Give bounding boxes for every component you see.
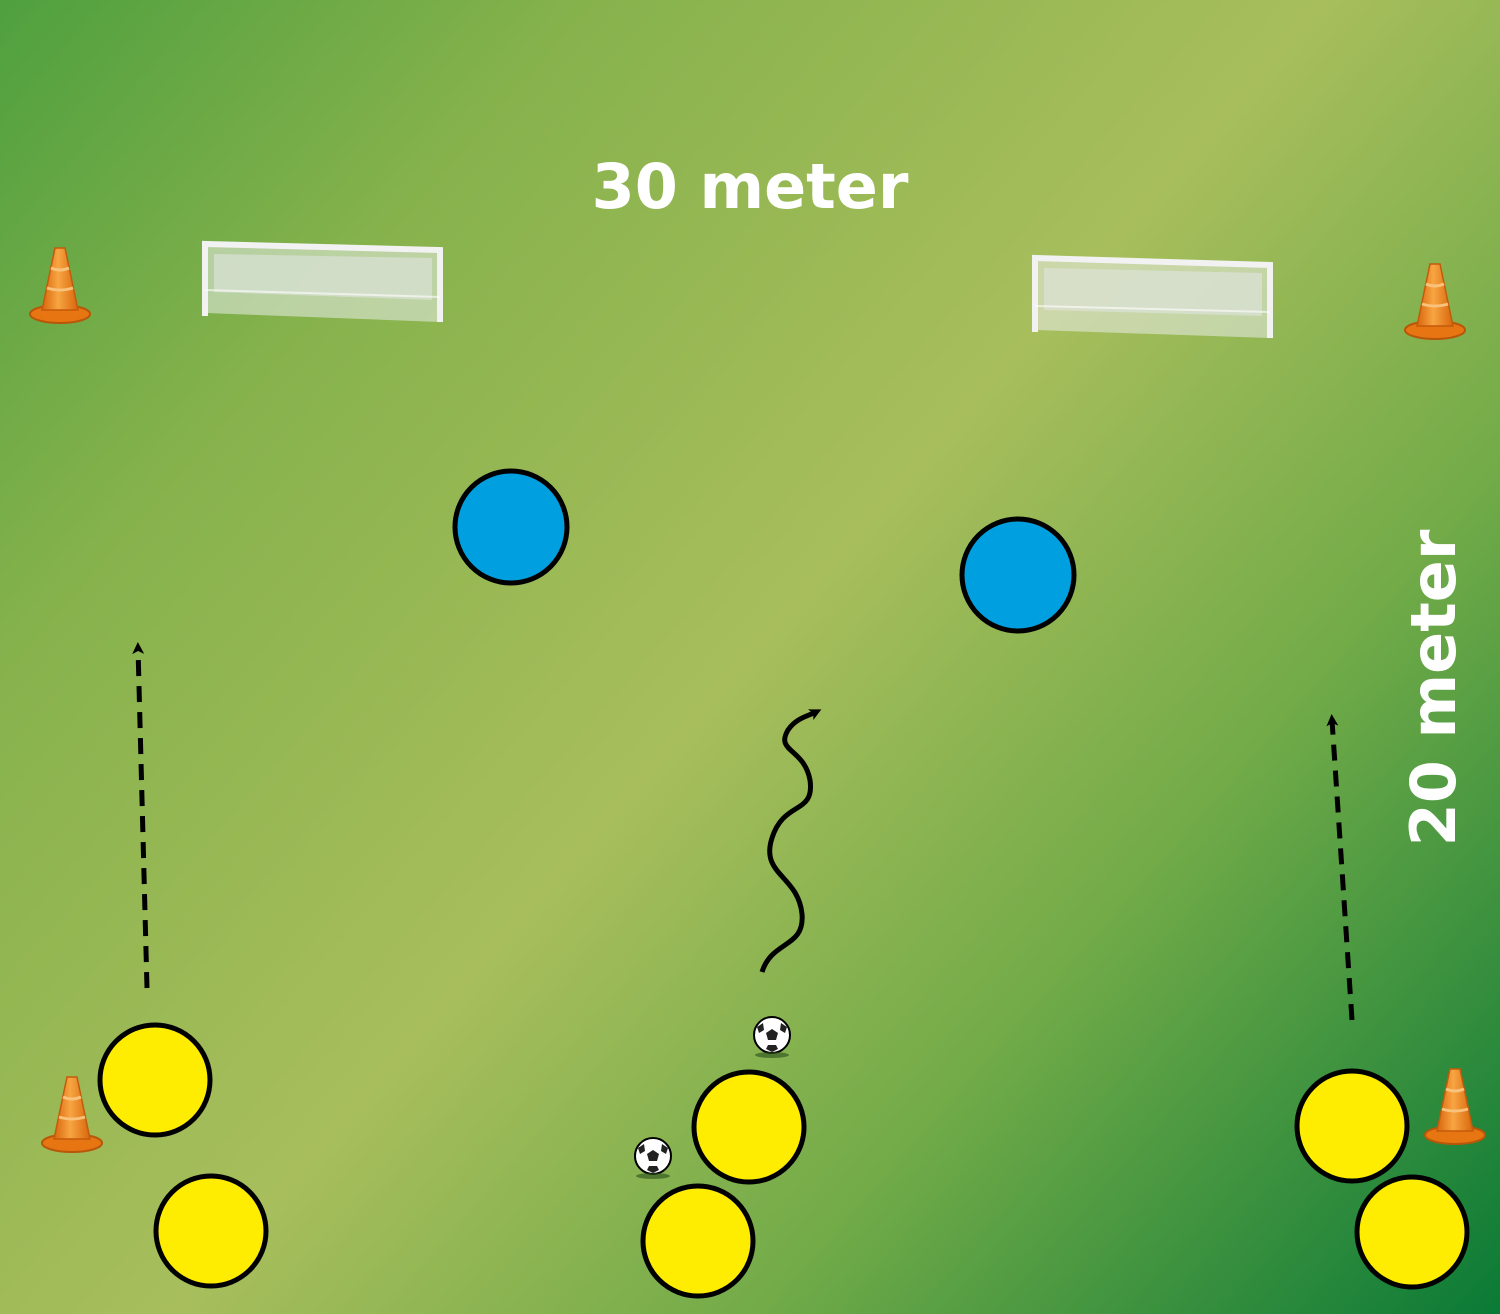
attacker-center-back [640,1183,756,1299]
width-label: 30 meter [592,150,909,223]
goal-left [202,240,443,322]
attacker-center-front [691,1069,807,1185]
length-label: 20 meter [1397,529,1470,846]
defender-left [452,468,570,586]
attacker-left-front [97,1022,213,1138]
run-arrow-left [132,642,150,989]
attacker-right-front [1294,1068,1410,1184]
dribble-arrow [759,709,822,973]
attacker-left-back [153,1173,269,1289]
goal-right [1032,254,1273,338]
attacker-right-back [1354,1174,1470,1290]
defender-right [959,516,1077,634]
